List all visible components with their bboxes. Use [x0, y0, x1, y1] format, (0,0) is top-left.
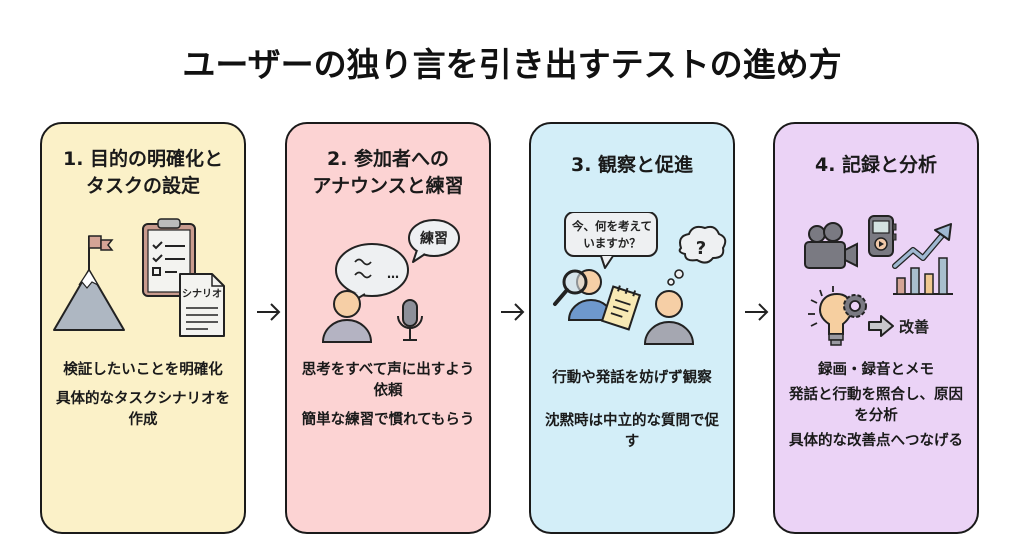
step-points: 検証したいことを明確化 具体的なタスクシナリオを作成: [50, 360, 236, 439]
arrow-right-icon: [501, 303, 525, 321]
thought-question-mark: ?: [696, 238, 706, 259]
question-speech-bubble: [564, 212, 658, 269]
step-heading: 3. 観察と促進: [531, 152, 733, 179]
step-heading: 1. 目的の明確化と タスクの設定: [42, 146, 244, 200]
step-heading: 2. 参加者への アナウンスと練習: [287, 146, 489, 200]
step-heading: 4. 記録と分析: [775, 152, 977, 179]
microphone-icon: [397, 299, 423, 341]
step-points: 行動や発話を妨げず観察 沈黙時は中立的な質問で促す: [539, 368, 725, 461]
scenario-label: シナリオ: [182, 288, 222, 300]
arrow-right-icon: [868, 315, 894, 337]
arrow-right-icon: [745, 303, 769, 321]
video-camera-icon: [804, 222, 858, 269]
scenario-document-icon: シナリオ: [179, 273, 225, 337]
step-point: 思考をすべて声に出すよう依頼: [301, 362, 475, 399]
step-illustration: ?: [553, 212, 727, 345]
step-card-1: 1. 目的の明確化と タスクの設定 シナリオ: [40, 122, 246, 534]
practice-label: 練習: [420, 230, 448, 247]
step-points: 録画・録音とメモ 発話と行動を照合し、原因を分析 具体的な改善点へつなげる: [783, 360, 969, 460]
question-bubble-text: 今、何を考えていますか？: [572, 219, 652, 250]
lightbulb-gear-icon: [808, 286, 867, 346]
step-point: 録画・録音とメモ: [818, 362, 934, 378]
trend-chart-icon: [892, 223, 953, 295]
notepad-icon: [600, 285, 642, 331]
page-title: ユーザーの独り言を引き出すテストの進め方: [182, 45, 842, 84]
step-point: 行動や発話を妨げず観察: [552, 370, 712, 386]
step-points: 思考をすべて声に出すよう依頼 簡単な練習で慣れてもらう: [295, 360, 481, 439]
step-point: 簡単な練習で慣れてもらう: [301, 412, 475, 428]
step-heading-line: アナウンスと練習: [312, 175, 464, 197]
step-point: 沈黙時は中立的な質問で促す: [545, 413, 719, 450]
person-icon: [321, 290, 373, 343]
participant-icon: [643, 290, 695, 345]
step-heading-line: 3. 観察と促進: [570, 154, 694, 176]
arrow-right-icon: [257, 303, 281, 321]
step-card-4: 4. 記録と分析: [773, 122, 979, 534]
step-heading-line: タスクの設定: [85, 175, 200, 197]
step-card-3: 3. 観察と促進 ?: [529, 122, 735, 534]
step-heading-line: 1. 目的の明確化と: [62, 148, 224, 170]
step-illustration: … 練習: [321, 219, 460, 343]
speech-bubble-icon: … 練習: [335, 219, 460, 307]
thought-bubble-icon: ?: [667, 225, 727, 286]
step-heading-line: 2. 参加者への: [326, 148, 450, 170]
magnifier-icon: [553, 269, 588, 306]
svg-text:…: …: [387, 267, 399, 281]
step-point: 発話と行動を照合し、原因を分析: [789, 387, 963, 424]
step-point: 具体的な改善点へつなげる: [789, 433, 963, 449]
step-point: 検証したいことを明確化: [63, 362, 223, 378]
step-point: 具体的なタスクシナリオを作成: [56, 391, 230, 428]
improvement-label: 改善: [899, 318, 929, 336]
step-illustration: シナリオ: [53, 218, 225, 337]
mountain-flag-icon: [53, 235, 125, 331]
step-illustration: 改善: [804, 215, 953, 346]
voice-recorder-icon: [868, 215, 897, 257]
step-heading-line: 4. 記録と分析: [814, 154, 938, 176]
step-card-2: 2. 参加者への アナウンスと練習 … 練習 思考をすべて声に出すよう依頼 簡単…: [285, 122, 491, 534]
